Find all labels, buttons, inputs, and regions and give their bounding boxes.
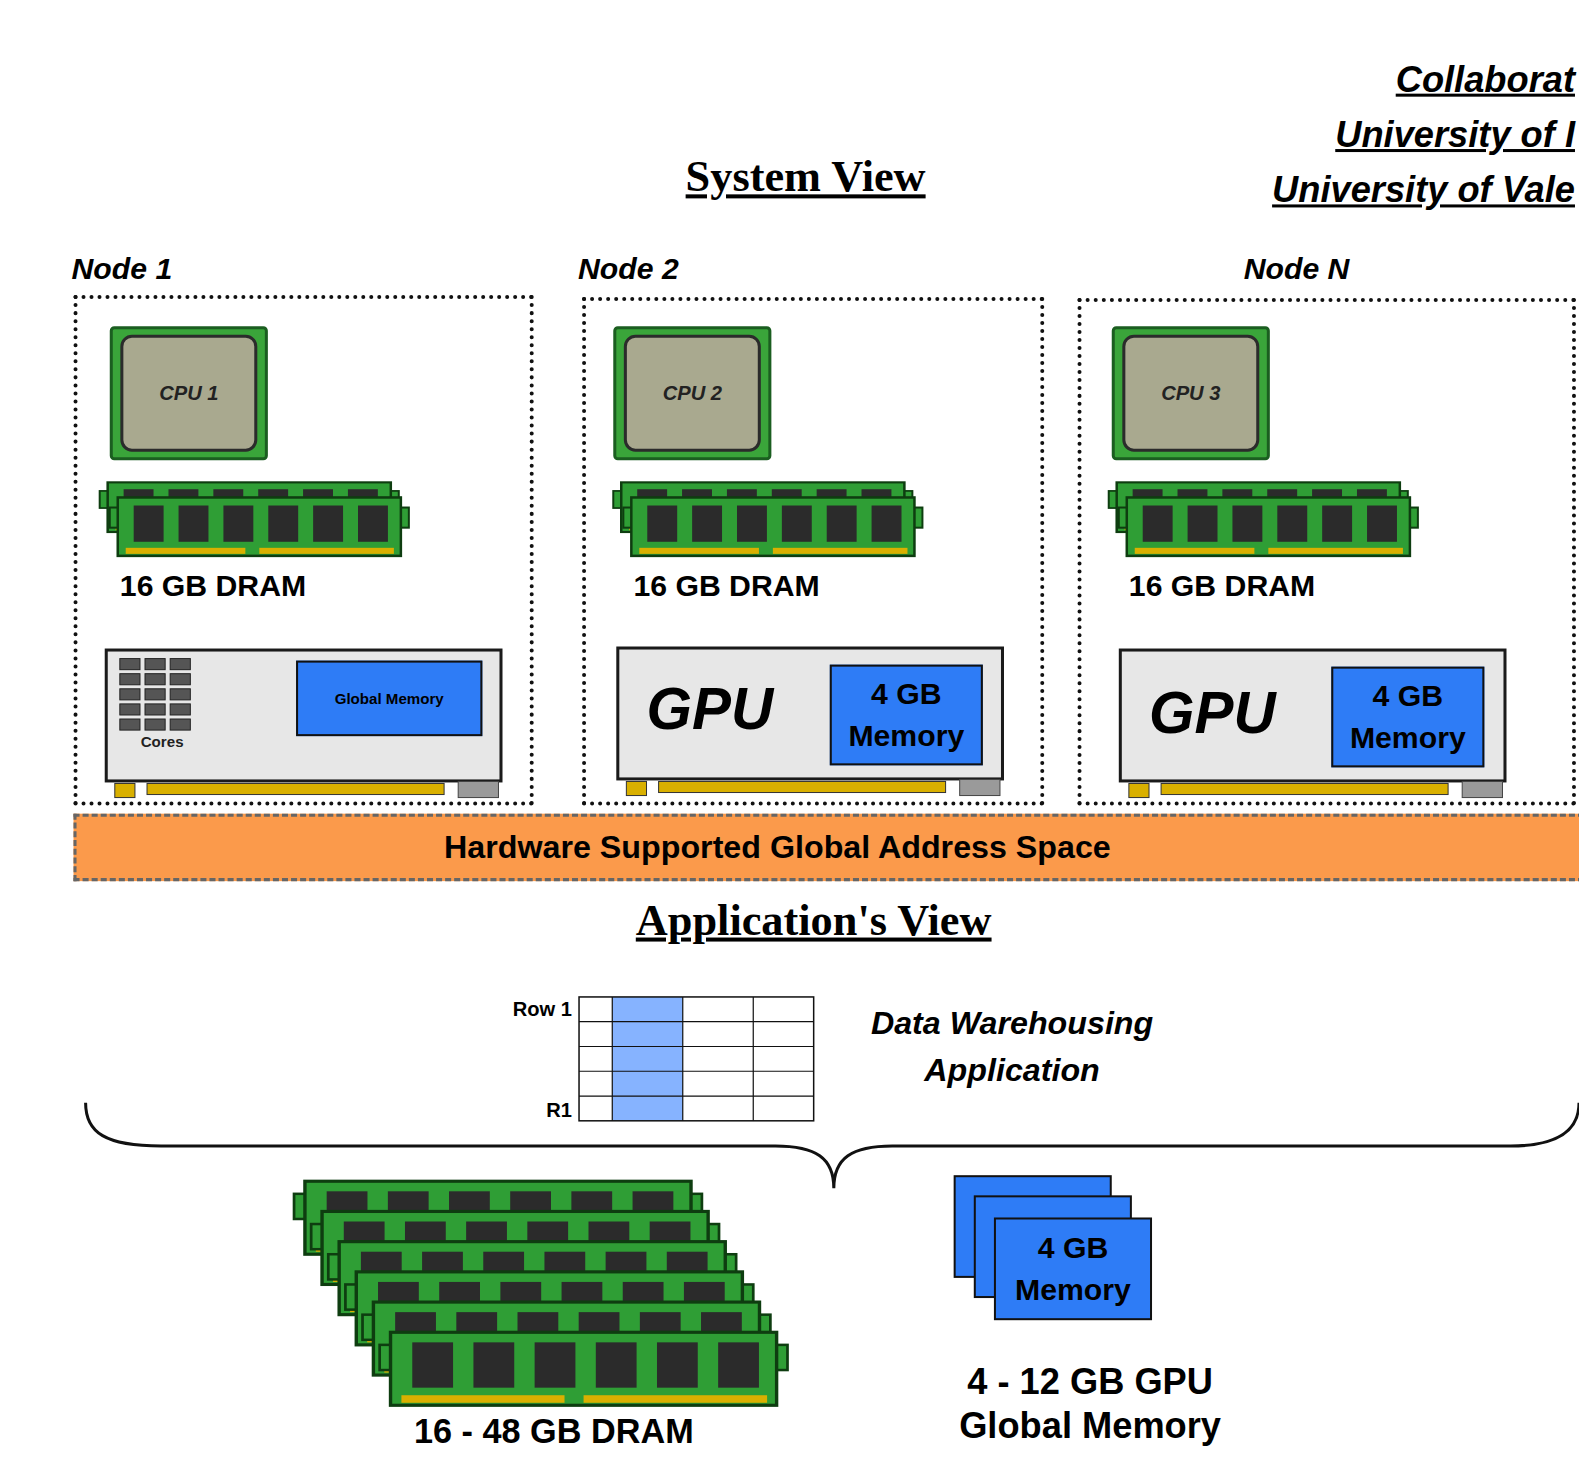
gpu-card: GPU4 GB Memory: [1119, 649, 1507, 802]
label: University of Vale: [1158, 169, 1575, 211]
dram-module: [380, 1332, 788, 1405]
heading: Application's View: [504, 894, 1124, 945]
gpu-memory: 4 GB Memory: [1331, 667, 1484, 768]
node-text: CPU 1: [126, 382, 252, 405]
node-text: CPU 2: [629, 382, 755, 405]
node-text: 16 GB DRAM: [120, 569, 410, 603]
gpu-card: GPU4 GB Memory: [616, 647, 1004, 800]
heading: System View: [504, 151, 1108, 202]
dram-module: 16 GB DRAM: [100, 482, 412, 608]
gpu-memory: Global Memory: [296, 661, 482, 737]
node-text: GPU: [647, 675, 823, 742]
node-text: GPU: [1149, 679, 1325, 746]
cpu-chip: CPU 1: [110, 326, 268, 460]
node-text: Node 2: [578, 252, 800, 286]
node-text: CPU 3: [1128, 382, 1254, 405]
node-text: Global Memory: [298, 690, 480, 707]
node-group: Node NCPU 316 GB DRAMGPU4 GB Memory: [1078, 298, 1576, 806]
node-text: Node 1: [71, 252, 293, 286]
label: Collaborat: [1158, 58, 1575, 100]
label: Data Warehousing Application: [836, 1000, 1188, 1093]
gpu-memory-stack: 4 GB Memory: [955, 1176, 1156, 1327]
address-space-band: Hardware Supported Global Address Space: [74, 814, 1579, 881]
gpu-card: Cores Global Memory: [105, 649, 503, 802]
dram-stack: [294, 1181, 787, 1405]
node-text: Cores: [117, 733, 208, 750]
node-text: 4 GB Memory: [836, 673, 977, 758]
label: 16 - 48 GB DRAM: [332, 1411, 775, 1451]
node-group: Node 1CPU 116 GB DRAMCoresGlobal Memory: [74, 295, 534, 806]
dram-module: 16 GB DRAM: [1109, 482, 1421, 608]
brace: [86, 1103, 1579, 1189]
label: Row 1: [443, 998, 572, 1021]
data-table: [579, 997, 814, 1121]
node-text: 4 GB Memory: [1337, 675, 1478, 760]
cpu-chip: CPU 2: [613, 326, 771, 460]
node-text: 16 GB DRAM: [1129, 569, 1419, 603]
label: University of I: [1158, 114, 1575, 156]
node-text: 16 GB DRAM: [633, 569, 923, 603]
cpu-chip: CPU 3: [1112, 326, 1270, 460]
label: 4 - 12 GB GPU Global Memory: [906, 1359, 1274, 1448]
dram-module: 16 GB DRAM: [613, 482, 925, 608]
node-group: Node 2CPU 216 GB DRAMGPU4 GB Memory: [582, 297, 1044, 806]
gpu-memory: 4 GB Memory: [830, 665, 983, 766]
node-text: Node N: [1244, 252, 1466, 286]
node-text: Hardware Supported Global Address Space: [77, 829, 1479, 866]
node-text: 4 GB Memory: [1001, 1227, 1145, 1312]
label: R1: [443, 1099, 572, 1122]
